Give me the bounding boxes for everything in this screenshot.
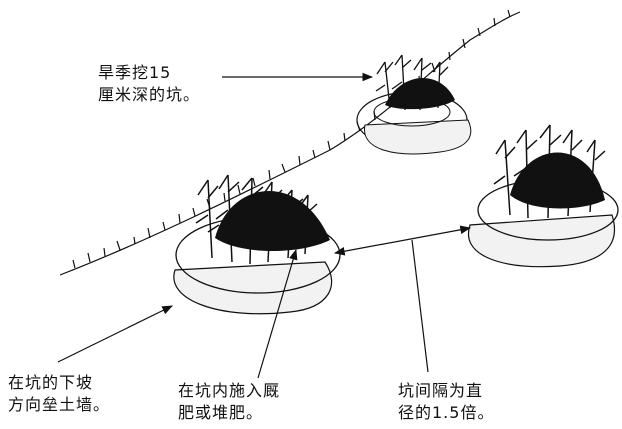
pit-right (467, 124, 619, 268)
leader-lines (57, 72, 472, 379)
label-dry-season-pit: 旱季挖15 厘米深的坑。 (98, 63, 201, 104)
label-downslope-wall: 在坑的下坡 方向垒土墙。 (8, 373, 111, 414)
pit-main (173, 174, 341, 315)
hillside-grass-line (59, 9, 521, 276)
label-manure: 在坑内施入厩 肥或堆肥。 (178, 381, 281, 422)
label-spacing: 坑间隔为直 径的1.5倍。 (398, 381, 495, 422)
pit-upper (356, 54, 472, 155)
